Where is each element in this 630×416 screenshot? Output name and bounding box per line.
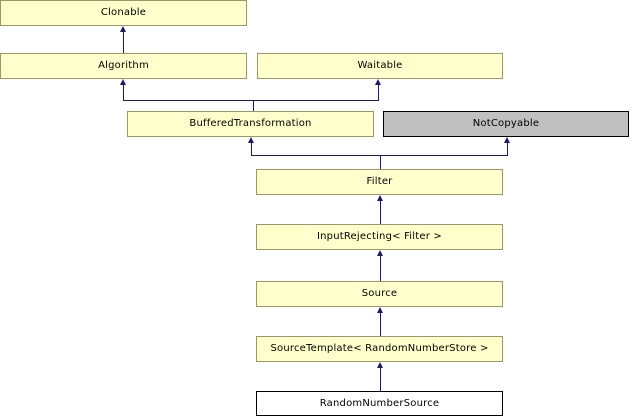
edge-bufferedtransformation-to-waitable <box>378 85 379 100</box>
class-node-waitable[interactable]: Waitable <box>257 53 503 79</box>
class-node-label: Algorithm <box>98 60 149 71</box>
class-node-inputrejecting[interactable]: InputRejecting< Filter > <box>256 224 503 250</box>
class-node-notcopyable[interactable]: NotCopyable <box>383 111 629 137</box>
arrowhead-notcopyable <box>504 137 510 143</box>
class-node-label: NotCopyable <box>472 118 540 129</box>
edge-randomnumbersource-to-sourcetemplate <box>380 368 381 391</box>
class-node-label: BufferedTransformation <box>189 118 312 129</box>
edge-algorithm-to-clonable <box>123 32 124 53</box>
edge-bufferedtransformation-to-algorithm <box>123 85 124 100</box>
class-node-label: Clonable <box>100 7 147 18</box>
edge-bufferedtransformation-riser <box>253 100 254 111</box>
arrowhead-inputrejecting <box>377 250 383 256</box>
class-node-bufferedtransformation[interactable]: BufferedTransformation <box>127 111 374 137</box>
class-node-randomnumbersource[interactable]: RandomNumberSource <box>256 391 503 416</box>
class-node-clonable[interactable]: Clonable <box>0 0 247 26</box>
class-node-algorithm[interactable]: Algorithm <box>0 53 247 79</box>
class-node-label: RandomNumberSource <box>319 397 440 409</box>
class-node-label: Source <box>361 288 398 299</box>
arrowhead-sourcetemplate <box>377 362 383 368</box>
edge-inputrejecting-to-filter <box>380 201 381 224</box>
arrowhead-filter <box>377 195 383 201</box>
class-node-label: Filter <box>366 176 393 187</box>
edge-filter-riser <box>380 155 381 169</box>
arrowhead-clonable <box>120 26 126 32</box>
arrowhead-bufferedtransformation <box>248 137 254 143</box>
edge-sourcetemplate-to-source <box>380 313 381 336</box>
edge-filter-to-notcopyable <box>507 143 508 155</box>
class-node-label: InputRejecting< Filter > <box>316 231 443 242</box>
edge-bufferedtransformation-bus <box>123 100 379 101</box>
class-node-sourcetemplate[interactable]: SourceTemplate< RandomNumberStore > <box>256 336 503 362</box>
arrowhead-algorithm <box>120 79 126 85</box>
edge-filter-bus <box>251 155 508 156</box>
class-node-label: Waitable <box>357 60 403 71</box>
arrowhead-waitable <box>375 79 381 85</box>
arrowhead-source <box>377 307 383 313</box>
class-node-label: SourceTemplate< RandomNumberStore > <box>270 343 489 354</box>
edge-filter-to-bufferedtransformation <box>251 143 252 155</box>
class-node-source[interactable]: Source <box>256 281 503 307</box>
class-node-filter[interactable]: Filter <box>256 169 503 195</box>
edge-source-to-inputrejecting <box>380 256 381 281</box>
